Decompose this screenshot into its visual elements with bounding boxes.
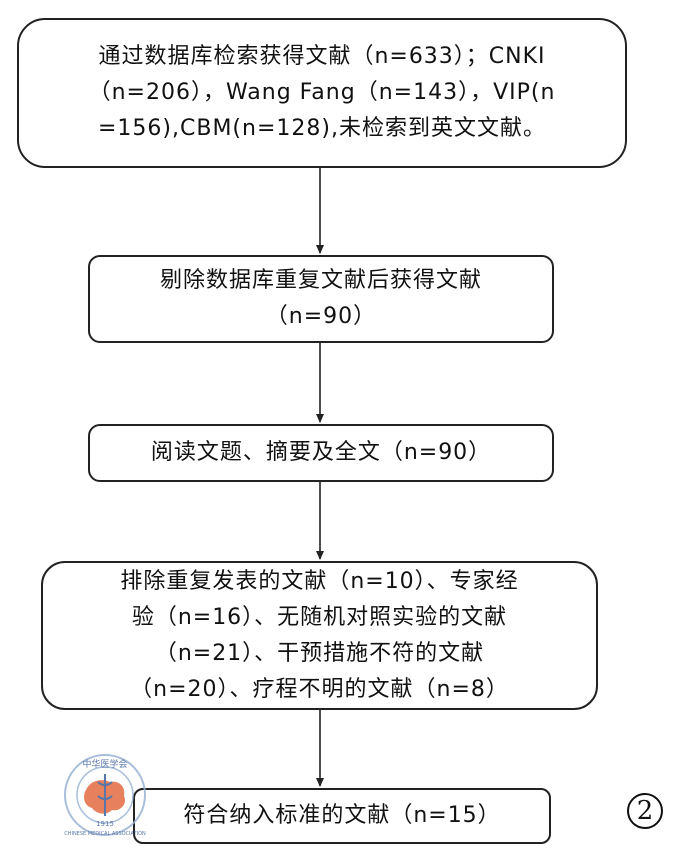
search-results-box: 通过数据库检索获得文献（n=633）；CNKI （n=206），Wang Fan… <box>17 18 627 168</box>
included-studies-box: 符合纳入标准的文献（n=15） <box>133 788 551 844</box>
box1-line-2: （n=206），Wang Fang（n=143），VIP(n <box>88 80 556 105</box>
panel-number-label: 2 <box>625 790 665 830</box>
panel-number-text: 2 <box>636 796 654 826</box>
box4-line-4: （n=20）、疗程不明的文献（n=8） <box>130 676 509 702</box>
box3-line-1: 阅读文题、摘要及全文（n=90） <box>150 440 492 465</box>
association-logo-watermark: 中华医学会 1915 CHINESE MEDICAL ASSOCIATION <box>62 752 148 842</box>
exclusion-box: 排除重复发表的文献（n=10）、专家经 验（n=16）、无随机对照实验的文献 （… <box>41 561 598 710</box>
watermark-side-text: CHINESE MEDICAL ASSOCIATION <box>64 831 146 837</box>
watermark-top-text: 中华医学会 <box>82 758 127 770</box>
box2-line-1: 剔除数据库重复文献后获得文献 <box>159 268 482 293</box>
box5-line-1: 符合纳入标准的文献（n=15） <box>183 803 501 828</box>
box4-line-2: 验（n=16）、无随机对照实验的文献 <box>131 604 508 630</box>
box1-line-3: =156),CBM(n=128),未检索到英文文献。 <box>98 116 546 141</box>
panel-number-circle <box>627 793 663 829</box>
box1-line-1: 通过数据库检索获得文献（n=633）；CNKI <box>98 44 546 69</box>
box4-line-1: 排除重复发表的文献（n=10）、专家经 <box>120 568 519 594</box>
screening-box: 阅读文题、摘要及全文（n=90） <box>88 424 554 482</box>
deduplication-box: 剔除数据库重复文献后获得文献 （n=90） <box>88 255 554 343</box>
box2-line-2: （n=90） <box>265 304 377 329</box>
watermark-year: 1915 <box>96 820 114 828</box>
box4-line-3: （n=21）、干预措施不符的文献 <box>154 640 485 666</box>
